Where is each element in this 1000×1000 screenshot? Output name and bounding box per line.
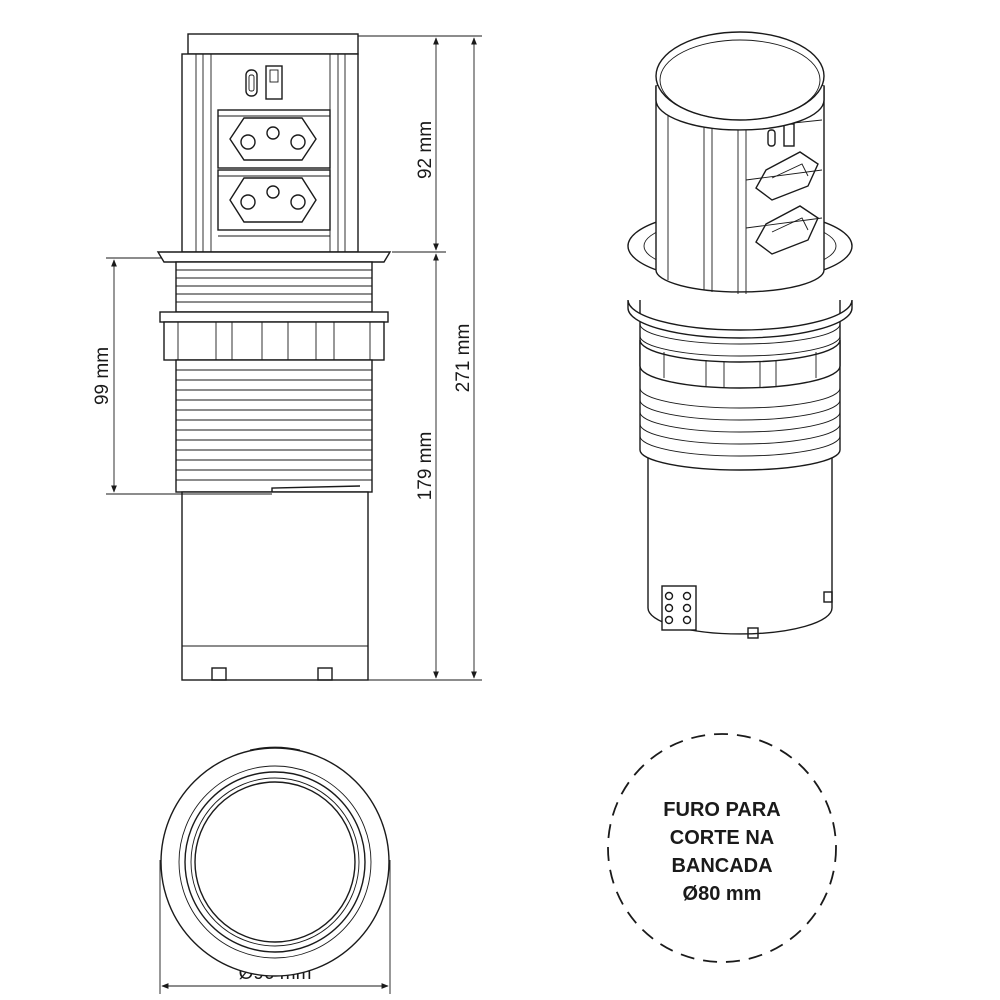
dimension-lines: [106, 35, 482, 994]
dim-label-99: 99 mm: [92, 347, 113, 405]
power-socket-icon: [755, 205, 819, 255]
cutout-line-2: CORTE NA: [670, 827, 774, 849]
usb-c-port-icon: [767, 129, 776, 147]
thread-upper: [175, 261, 373, 313]
dim-label-271: 271 mm: [453, 324, 474, 393]
cutout-note: FURO PARA CORTE NA BANCADA Ø80 mm: [607, 733, 837, 963]
top-cap: [655, 31, 825, 131]
cutout-line-4: Ø80 mm: [683, 883, 762, 905]
thread-lower: [175, 359, 373, 493]
power-socket-icon: [217, 109, 331, 169]
dim-label-179: 179 mm: [415, 432, 436, 501]
usb-a-port-icon: [265, 65, 283, 100]
top-cap: [187, 33, 359, 55]
front-view: [156, 33, 392, 681]
cutout-line-1: FURO PARA: [663, 799, 780, 821]
top-flange: [156, 251, 392, 263]
nut-ring: [639, 339, 841, 389]
perspective-view: [627, 31, 853, 639]
socket-housing: [655, 85, 825, 293]
power-socket-icon: [217, 169, 331, 231]
lower-flange: [627, 299, 853, 339]
usb-c-port-icon: [245, 69, 258, 97]
dim-label-92: 92 mm: [415, 121, 436, 179]
power-socket-icon: [755, 151, 819, 201]
top-view: [160, 746, 390, 977]
nut-ring: [159, 311, 389, 361]
cutout-line-3: BANCADA: [671, 855, 772, 877]
bottom-cylinder: [181, 491, 369, 681]
cutout-dashed-circle: [607, 733, 837, 963]
